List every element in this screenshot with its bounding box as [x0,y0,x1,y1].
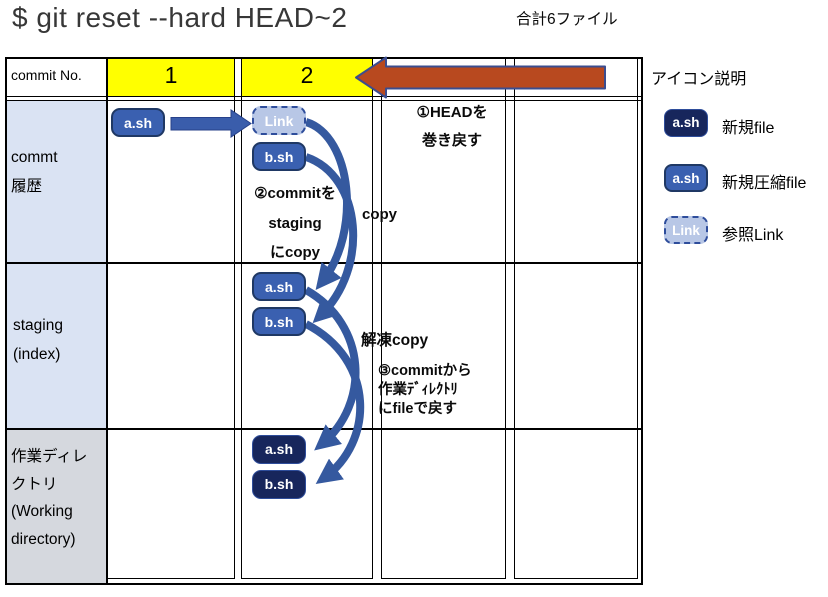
working-file-icon-b: b.sh [252,470,306,499]
header-separator-line-1 [7,95,641,97]
row-label-line: directory) [11,530,76,548]
row-label-line: (Working [11,503,73,520]
staging-row-label-bg [7,263,106,428]
row-label-line: staging [13,317,63,334]
commit2-link-icon: Link [252,106,306,135]
legend-reference-link-icon: Link [664,216,708,244]
step3-line3: にfileで戻す [378,401,457,417]
commit-column-2: 2 [241,59,373,579]
legend-title: アイコン説明 [651,71,747,88]
row-label-line: (index) [13,346,61,363]
header-separator-line-2 [7,99,641,101]
label-column-divider [106,59,108,583]
git-state-table: 1 2 commit No. commt 履歴 staging (index) … [5,57,643,585]
copy-label: copy [362,206,398,223]
commit-column-4 [514,59,638,579]
icon-label: Link [264,113,294,129]
commit-2-header-cell: 2 [242,59,372,96]
icon-label: a.sh [123,115,152,131]
legend-new-file-icon: a.sh [664,109,708,137]
working-directory-row-label: 作業ディレ クトリ (Working directory) [11,443,87,553]
icon-label: b.sh [264,314,294,330]
icon-label: a.sh [672,115,700,130]
step2-line3: にcopy [269,244,320,261]
row-label-line: クトリ [11,475,58,493]
step2-copy-to-staging-note: ②commitを staging にcopy [244,179,346,268]
page-title: $ git reset --hard HEAD~2 [12,2,348,33]
legend-compressed-file-desc: 新規圧縮file [722,175,807,192]
step2-line1: ②commitを [254,185,336,202]
step2-line2: staging [268,214,322,232]
step1-line2: 巻き戻す [421,132,482,149]
legend-reference-link-desc: 参照Link [722,227,784,244]
icon-label: Link [672,223,700,238]
row-label-line: commt [11,149,58,166]
commit1-compressed-file-icon: a.sh [111,108,165,137]
file-count-note: 合計6ファイル [516,11,618,28]
header-label: commit No. [11,67,82,83]
commit2-compressed-file-icon: b.sh [252,142,306,171]
working-row-label-bg [7,429,106,583]
staging-row-label: staging (index) [13,311,63,369]
legend-new-file-desc: 新規file [722,120,775,137]
commit-1-header-cell: 1 [108,59,234,96]
step1-head-rewind-note: ①HEADを 巻き戻す [396,99,508,155]
icon-label: a.sh [264,279,293,295]
commit-row-label-bg [7,99,106,262]
row-label-line: 作業ディレ [11,448,88,465]
icon-label: b.sh [264,476,294,492]
commit-column-3 [381,59,506,579]
decompress-copy-label: 解凍copy [361,332,429,349]
row-separator-staging-working [7,428,641,430]
step3-line1: ③commitから [378,363,472,379]
icon-label: a.sh [672,171,700,186]
commit-column-1: 1 [107,59,235,579]
step3-restore-to-working-note: ③commitから 作業ﾃﾞｨﾚｸﾄﾘ にfileで戻す [378,362,472,419]
working-file-icon-a: a.sh [252,435,306,464]
row-label-line: 履歴 [11,178,43,195]
commit-number-2: 2 [300,62,314,88]
step3-line2: 作業ﾃﾞｨﾚｸﾄﾘ [378,382,458,398]
legend-compressed-file-icon: a.sh [664,164,708,192]
step1-line1: ①HEADを [416,104,488,121]
staging-file-icon-b: b.sh [252,307,306,336]
icon-label: a.sh [264,441,293,457]
staging-file-icon-a: a.sh [252,272,306,301]
commit-number-1: 1 [164,62,178,88]
icon-label: b.sh [264,149,294,165]
commit-history-row-label: commt 履歴 [11,143,58,201]
